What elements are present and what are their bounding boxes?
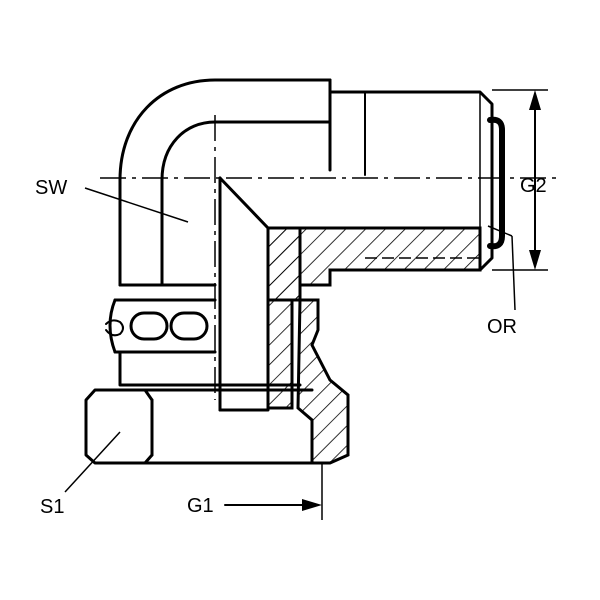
elbow-body: [118, 78, 332, 287]
leader-lines: [64, 187, 516, 493]
section-cut: [218, 176, 482, 465]
label-g1: G1: [187, 495, 214, 517]
label-sw: SW: [35, 177, 67, 199]
g2-dimension: [492, 89, 548, 271]
swivel-nut: [84, 350, 314, 465]
neck-ring: [105, 298, 217, 354]
center-lines: [100, 115, 560, 400]
label-s1: S1: [40, 496, 64, 518]
label-or: OR: [487, 316, 517, 338]
o-ring: [487, 116, 505, 250]
g1-dimension: [224, 463, 323, 520]
label-g2: G2: [520, 175, 547, 197]
